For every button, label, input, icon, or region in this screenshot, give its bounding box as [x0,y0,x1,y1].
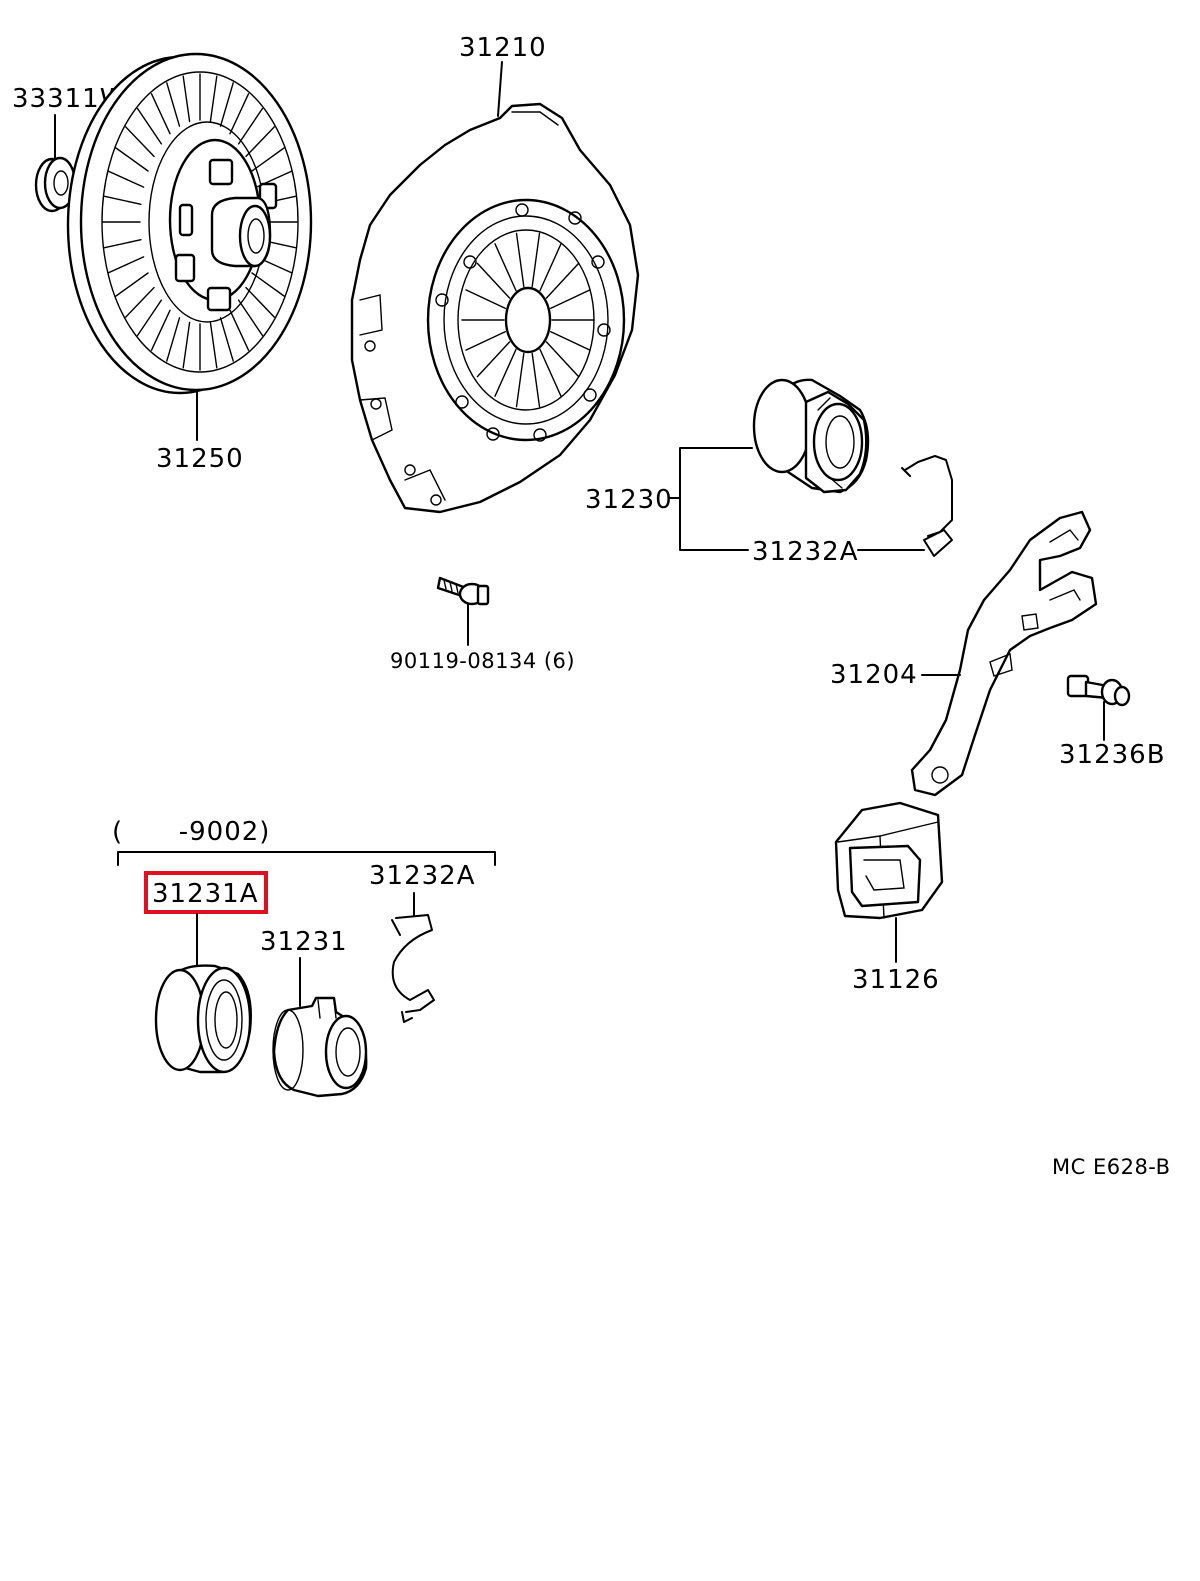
label-31236B: 31236B [1059,740,1166,770]
part-31230-release-bearing-assy[interactable] [752,378,870,494]
rib-line [545,262,580,299]
rib-line [476,341,511,378]
label-31210: 31210 [459,33,547,63]
part-31250-clutch-disc[interactable] [66,52,313,395]
rib-line [476,262,511,299]
rib-line [166,317,181,362]
part-31236B-bolt[interactable] [1066,674,1131,707]
part-31204-release-fork[interactable] [910,510,1098,797]
rib-line [251,272,285,297]
rib-line [209,75,218,123]
part-90119-08134-bolt[interactable] [436,576,490,606]
label-date-range: ( -9002) [112,817,270,847]
rib-line [229,309,250,351]
rib-line [219,317,234,362]
rib-line [237,107,264,145]
rib-line [124,286,155,318]
rib-line [531,352,541,408]
highlight-box-31231A [144,871,268,914]
rib-line [545,341,580,378]
rib-line [465,289,507,310]
part-31231-release-hub[interactable] [272,996,368,1098]
rib-line [108,170,145,188]
label-31126: 31126 [852,965,940,995]
rib-line [549,289,591,310]
rib-line [182,321,191,369]
part-31232A-clip-bottom[interactable] [391,914,435,1023]
part-31231A-release-bearing[interactable] [154,964,252,1074]
label-31230: 31230 [585,485,673,515]
rib-line [515,352,525,408]
rib-line [124,126,155,158]
rib-line [494,243,517,292]
rib-line [115,272,149,297]
label-90119-08134: 90119-08134 (6) [390,649,575,673]
rib-line [237,299,264,337]
rib-line [150,93,171,135]
rib-line [150,309,171,351]
rib-line [115,147,149,172]
rib-line [531,232,541,288]
rib-line [136,299,163,337]
rib-line [539,243,562,292]
label-31231: 31231 [260,927,348,957]
label-31250: 31250 [156,444,244,474]
label-31231A: 31231A [152,879,259,909]
rib-line [494,348,517,397]
label-31204: 31204 [830,660,918,690]
part-31126-boot[interactable] [834,801,944,920]
label-31232A-top: 31232A [752,537,859,567]
rib-line [465,330,507,351]
rib-line [245,126,275,158]
rib-line [166,82,181,127]
rib-line [182,75,191,123]
part-31210-clutch-cover[interactable] [350,102,640,514]
rib-line [229,93,250,135]
rib-line [515,232,525,288]
rib-line [251,147,285,172]
label-31232A-bottom: 31232A [369,861,476,891]
rib-line [103,238,142,249]
diagram-code: MC E628-B [1052,1155,1171,1179]
rib-line [539,348,562,397]
rib-line [549,330,591,351]
rib-line [103,195,142,206]
part-31232A-clip-top[interactable] [901,455,953,557]
rib-line [245,286,275,318]
rib-line [219,82,234,127]
rib-line [136,107,163,145]
rib-line [108,256,145,274]
rib-line [209,321,218,369]
